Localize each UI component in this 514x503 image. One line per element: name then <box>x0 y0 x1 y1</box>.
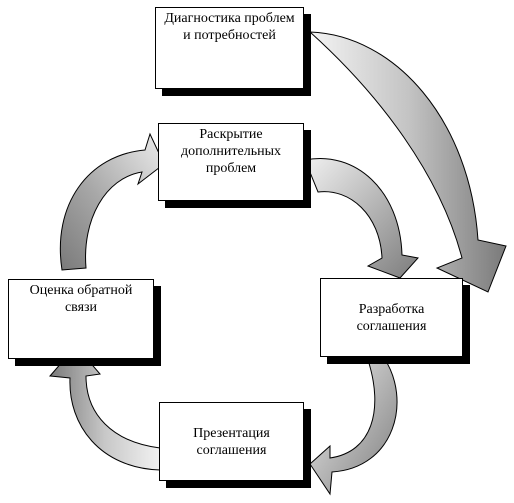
box-development: Разработка соглашения <box>320 278 463 357</box>
box-feedback: Оценка обратной связи <box>8 279 154 359</box>
box-diagnostics-label: Диагностика проблем и потребностей <box>164 11 295 43</box>
arrow-presentation-to-feedback <box>48 345 161 471</box>
arrow-feedback-to-disclosure <box>59 132 165 271</box>
box-diagnostics: Диагностика проблем и потребностей <box>155 7 304 89</box>
box-presentation: Презентация соглашения <box>159 402 304 481</box>
box-disclosure: Раскрытие дополнительных проблем <box>158 123 304 201</box>
arrow-diagnostics-to-development <box>308 31 507 293</box>
box-disclosure-label: Раскрытие дополнительных проблем <box>180 127 281 176</box>
arrow-disclosure-to-development <box>304 158 419 279</box>
arrow-development-to-presentation <box>309 357 398 496</box>
box-presentation-label: Презентация соглашения <box>193 425 270 458</box>
box-feedback-label: Оценка обратной связи <box>29 283 133 315</box>
box-development-label: Разработка соглашения <box>356 301 427 334</box>
